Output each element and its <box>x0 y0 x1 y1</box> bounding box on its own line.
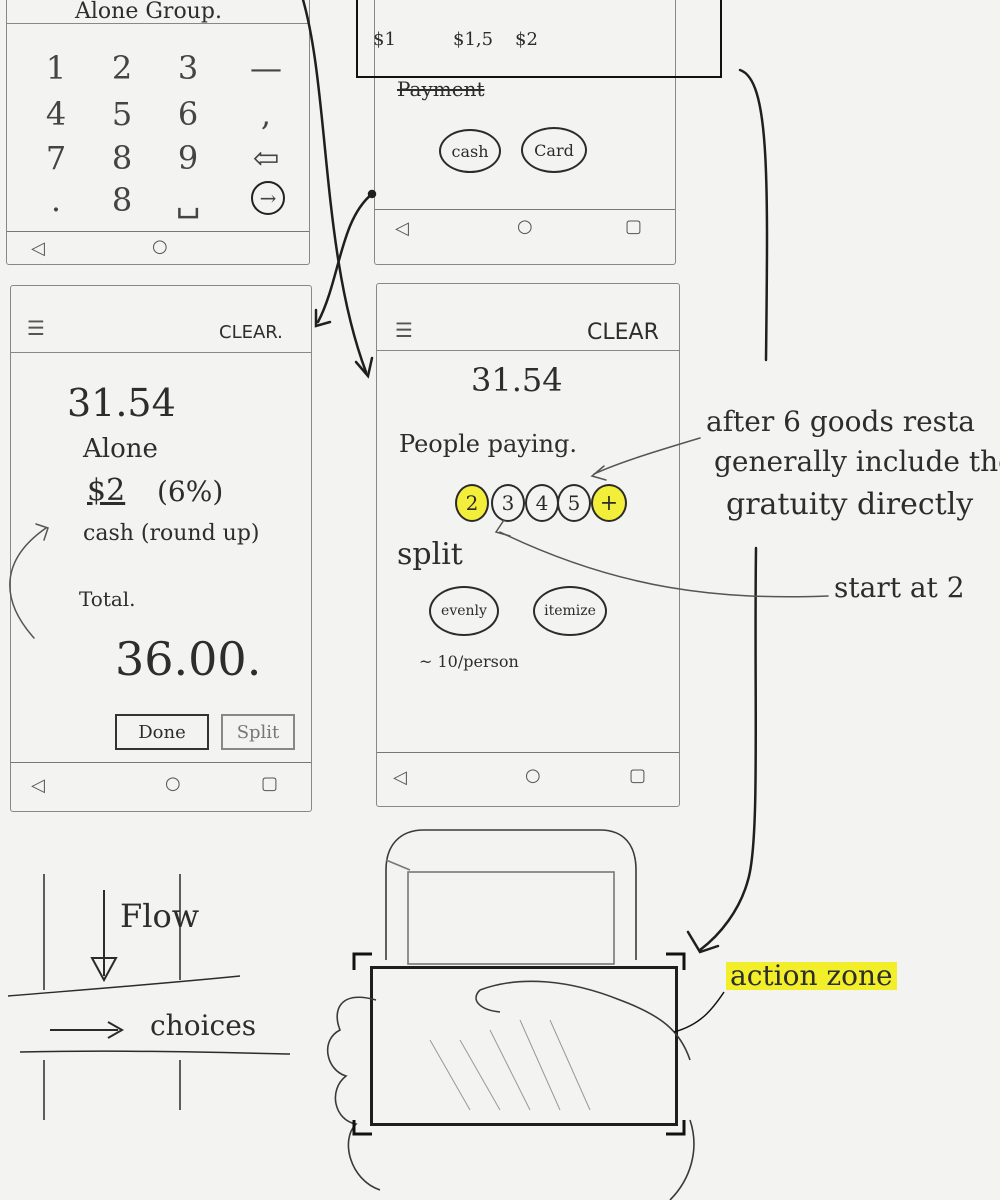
split-itemize-button[interactable]: itemize <box>533 586 607 636</box>
gratuity-note-line-2: generally include the <box>714 445 1000 478</box>
flow-label: Flow <box>120 897 200 935</box>
option-label: 5 <box>567 491 581 515</box>
keypad-key[interactable]: 9 <box>177 139 199 177</box>
payment-screen: $1 $1,5 $2 Payment cash Card ◁ ○ ▢ <box>373 0 676 265</box>
tip-1[interactable]: $1 <box>373 29 396 50</box>
recents-icon[interactable]: ▢ <box>625 216 643 237</box>
action-zone-label: action zone <box>726 962 897 990</box>
gratuity-note-line-3: gratuity directly <box>726 487 974 522</box>
done-label: Done <box>138 721 186 743</box>
header-divider <box>377 350 679 351</box>
home-icon[interactable]: ○ <box>525 765 541 786</box>
split-evenly-button[interactable]: evenly <box>429 586 499 636</box>
back-icon[interactable]: ◁ <box>395 218 409 239</box>
home-icon[interactable]: ○ <box>165 773 181 794</box>
people-option-2[interactable]: 2 <box>455 484 489 522</box>
nav-bar: ◁ ○ ▢ <box>11 762 311 796</box>
itemize-label: itemize <box>544 603 596 619</box>
payment-note: cash (round up) <box>83 521 260 546</box>
home-icon[interactable]: ○ <box>152 236 168 257</box>
keypad-screen: Alone Group. 1 2 3 — 4 5 6, 7 8 9 ⇦. 8 ␣ → ◁ ○ <box>6 0 310 265</box>
keypad-key[interactable]: 8 <box>111 181 133 219</box>
keypad-key[interactable]: 4 <box>45 95 67 133</box>
payer-mode: Alone <box>83 434 158 464</box>
option-label: + <box>599 490 619 516</box>
payment-label: Payment <box>397 77 485 101</box>
option-label: 4 <box>535 491 549 515</box>
keypad-key[interactable]: 3 <box>177 49 199 87</box>
split-label: split <box>397 537 463 572</box>
keypad-key[interactable]: — <box>250 49 282 87</box>
keypad-key[interactable]: ⇦ <box>252 139 280 177</box>
people-option-4[interactable]: 4 <box>525 484 559 522</box>
nav-bar: ◁ ○ ▢ <box>377 752 679 788</box>
people-label: People paying. <box>399 430 577 458</box>
card-label: Card <box>534 140 574 160</box>
keypad-key[interactable]: 8 <box>111 139 133 177</box>
cash-button[interactable]: cash <box>439 129 501 173</box>
keypad-key[interactable]: . <box>50 181 62 219</box>
bill-amount: 31.54 <box>67 381 176 425</box>
tip-selection-frame <box>356 0 722 78</box>
keypad-key[interactable]: ␣ <box>175 181 201 219</box>
choices-label: choices <box>150 1009 257 1042</box>
card-button[interactable]: Card <box>521 127 587 173</box>
gratuity-note-line-1: after 6 goods resta <box>706 405 975 438</box>
keypad-key[interactable]: 2 <box>111 49 133 87</box>
action-zone-frame <box>370 966 678 1126</box>
keypad-key[interactable]: 1 <box>45 49 67 87</box>
total-label: Total. <box>79 587 136 611</box>
tip-percent: (6%) <box>157 475 224 508</box>
total-value: 36.00. <box>115 632 262 686</box>
tip-amount: $2 <box>87 473 126 508</box>
back-icon[interactable]: ◁ <box>31 238 45 259</box>
start-note: start at 2 <box>834 571 965 604</box>
clear-button[interactable]: CLEAR <box>587 320 659 345</box>
mode-header: Alone Group. <box>75 0 222 24</box>
nav-bar: ◁ ○ ▢ <box>375 209 675 239</box>
keypad-key[interactable]: 7 <box>45 139 67 177</box>
recents-icon[interactable]: ▢ <box>261 773 279 794</box>
people-option-more[interactable]: + <box>591 484 627 522</box>
keypad-key[interactable]: → <box>251 181 285 215</box>
back-icon[interactable]: ◁ <box>393 767 407 788</box>
back-icon[interactable]: ◁ <box>31 775 45 796</box>
header-divider <box>7 23 309 24</box>
option-label: 2 <box>465 491 479 515</box>
recents-icon[interactable]: ▢ <box>629 765 647 786</box>
per-person-estimate: ~ 10/person <box>419 652 519 671</box>
bill-amount: 31.54 <box>471 361 563 399</box>
keypad-key[interactable]: , <box>260 95 272 133</box>
option-label: 3 <box>501 491 515 515</box>
keypad-key[interactable]: 5 <box>111 95 133 133</box>
home-icon[interactable]: ○ <box>517 216 533 237</box>
split-button[interactable]: Split <box>221 714 295 750</box>
header-divider <box>11 352 311 353</box>
split-label: Split <box>236 721 280 743</box>
tip-3[interactable]: $2 <box>515 29 538 50</box>
menu-icon[interactable]: ☰ <box>27 316 45 340</box>
nav-bar: ◁ ○ <box>7 231 309 259</box>
cash-label: cash <box>451 141 489 161</box>
menu-icon[interactable]: ☰ <box>395 318 413 342</box>
done-button[interactable]: Done <box>115 714 209 750</box>
people-option-5[interactable]: 5 <box>557 484 591 522</box>
clear-button[interactable]: CLEAR. <box>219 322 283 343</box>
split-screen: ☰ CLEAR 31.54 People paying. 2 3 4 5 + s… <box>376 283 680 807</box>
keypad-key[interactable]: 6 <box>177 95 199 133</box>
people-option-3[interactable]: 3 <box>491 484 525 522</box>
tip-2[interactable]: $1,5 <box>453 29 494 50</box>
evenly-label: evenly <box>441 603 487 619</box>
summary-screen: ☰ CLEAR. 31.54 Alone $2 (6%) cash (round… <box>10 285 312 812</box>
